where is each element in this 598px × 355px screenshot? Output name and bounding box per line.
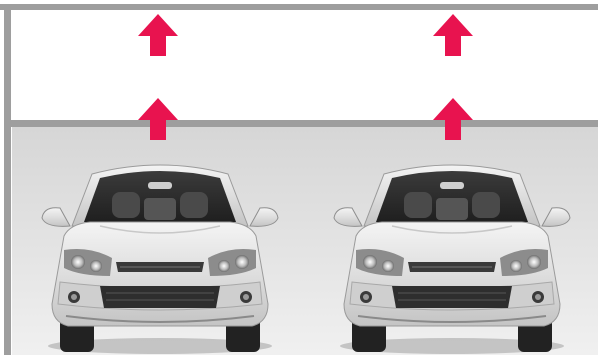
top-border bbox=[0, 4, 598, 10]
upper-zone bbox=[12, 12, 598, 122]
divider-line bbox=[4, 120, 598, 127]
left-border bbox=[4, 4, 11, 355]
